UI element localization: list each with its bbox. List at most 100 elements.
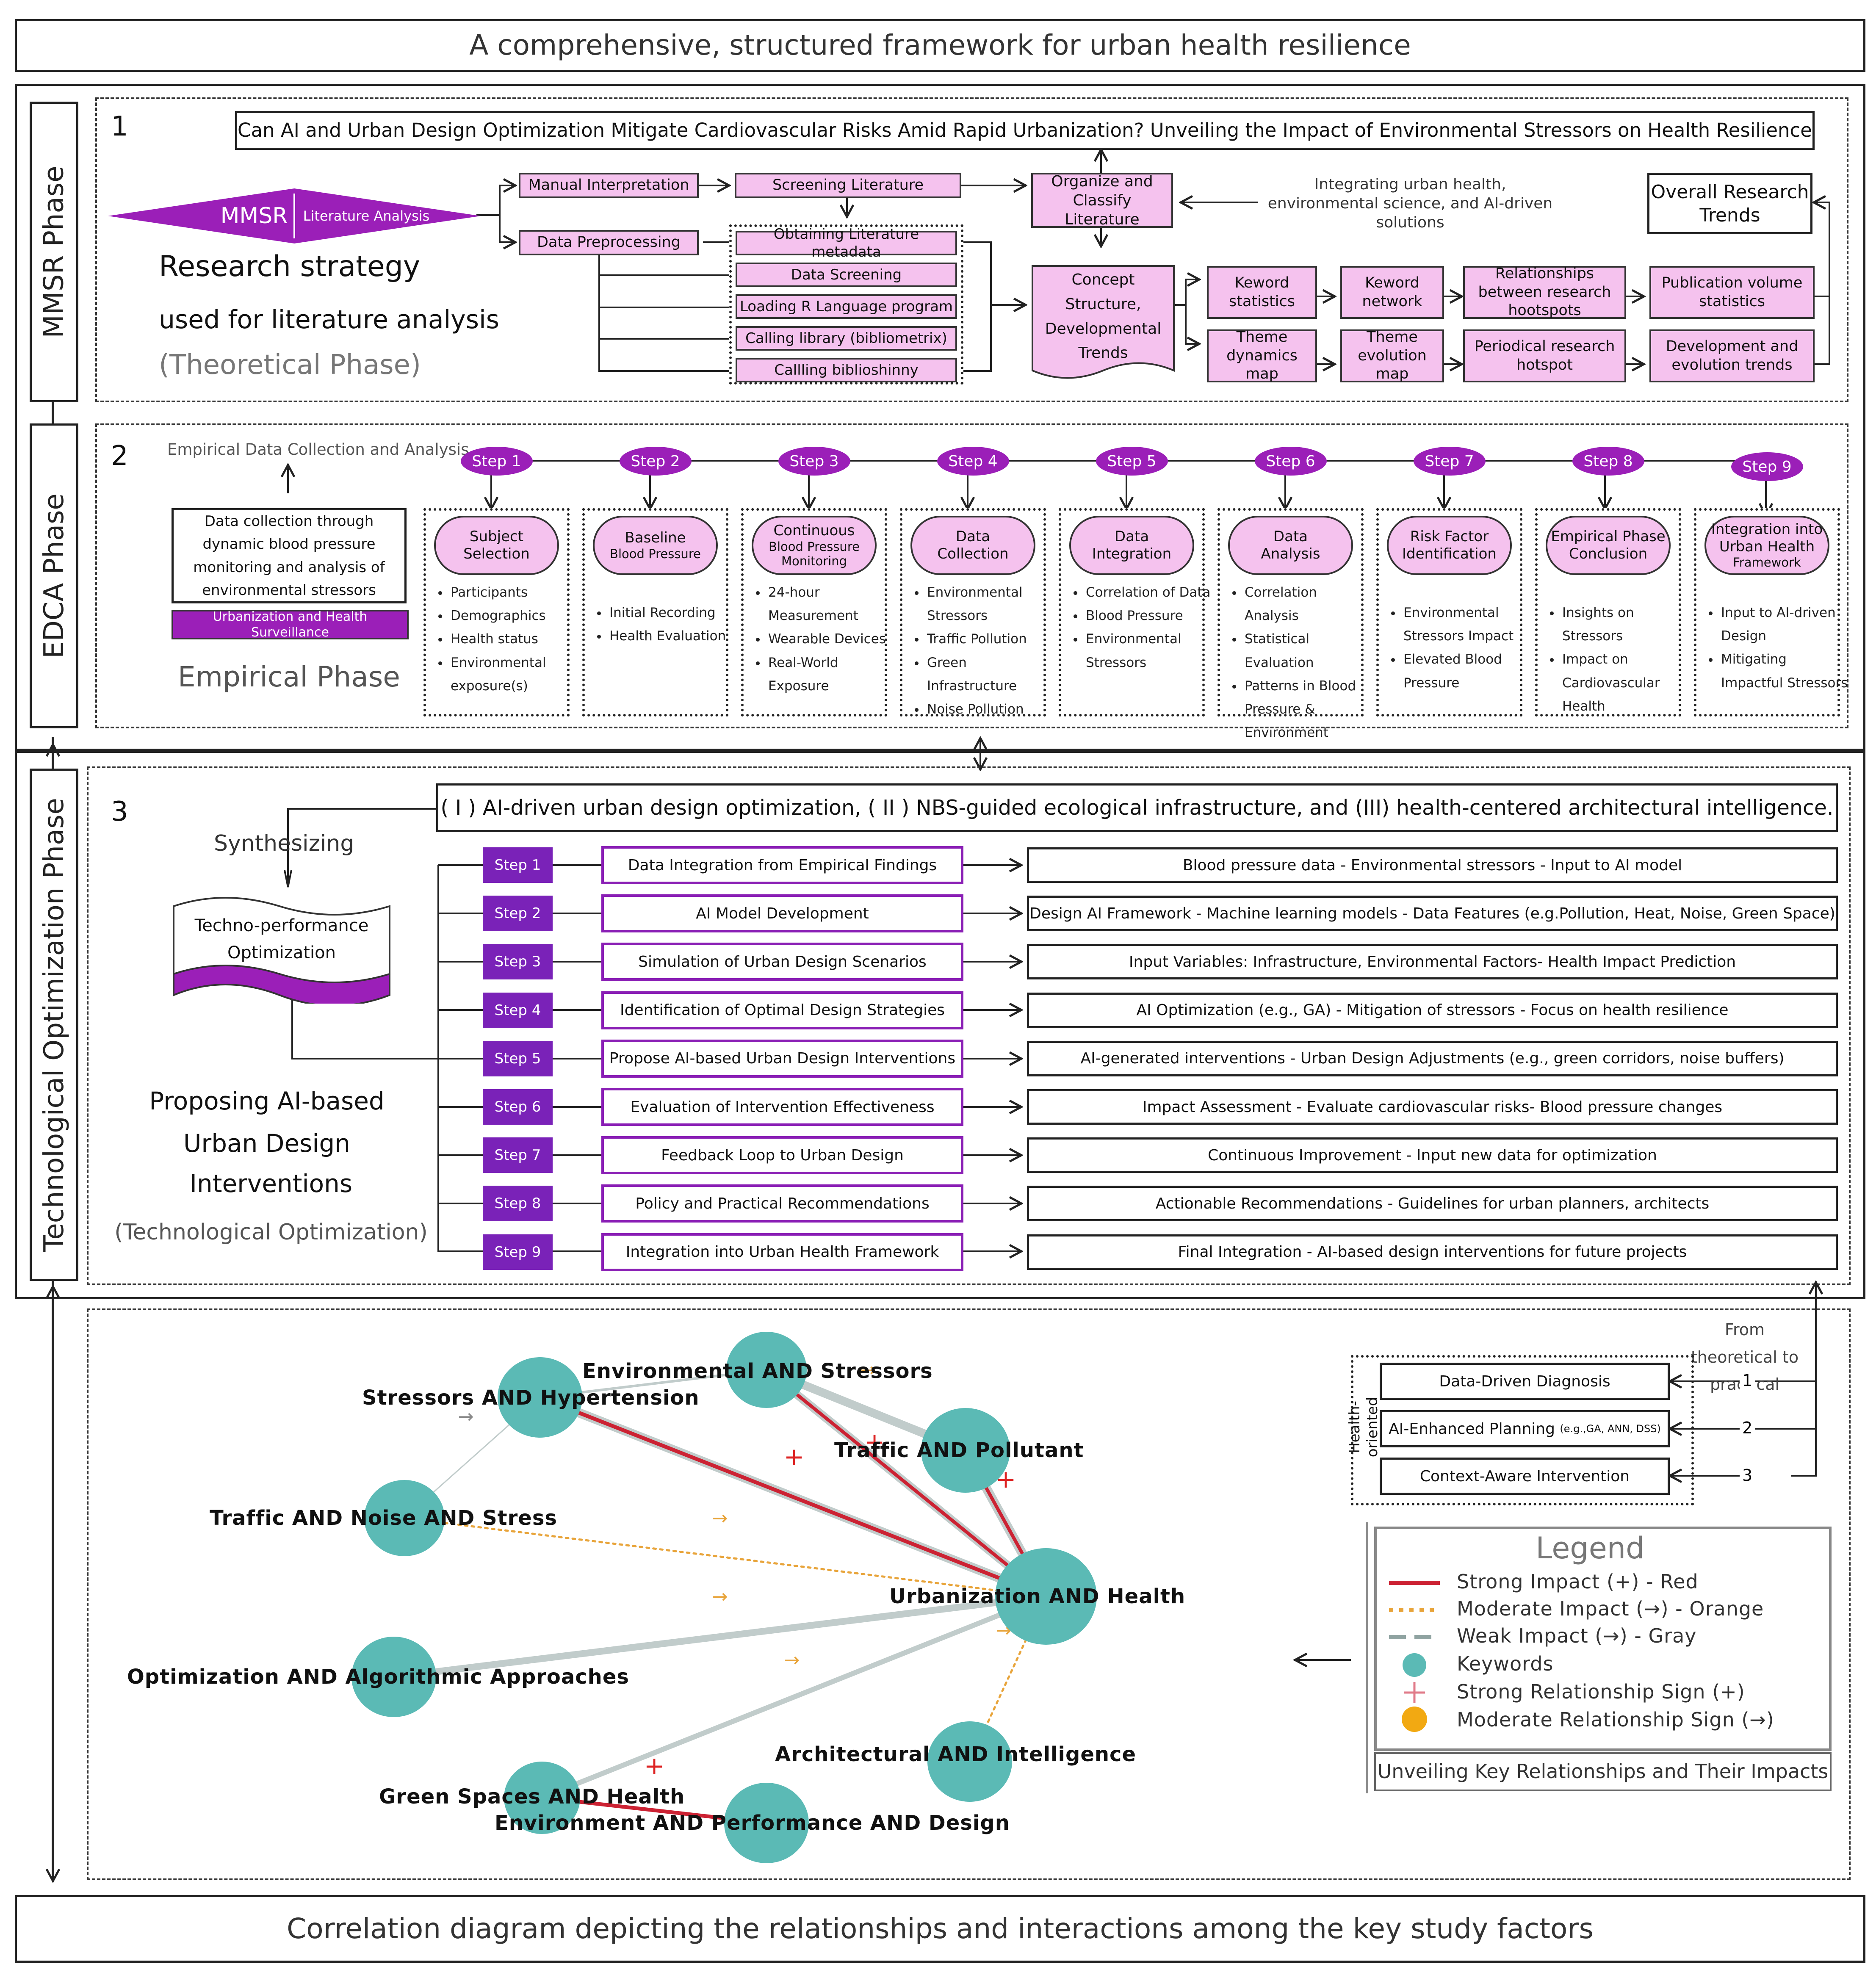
network-node-label: Environmental AND Stressors — [582, 1359, 933, 1383]
proposing-line-1: Proposing AI-based — [149, 1086, 385, 1115]
network-node — [726, 1331, 807, 1408]
edca-step-3-item: 24-hour Measurement — [766, 581, 896, 628]
edca-step-2-item: Initial Recording — [608, 601, 737, 625]
section-1-number: 1 — [111, 111, 128, 142]
relationships-hotspots: Relationships between research hootspots — [1463, 265, 1626, 319]
edca-step-6-badge: Step 6 — [1254, 447, 1327, 476]
phase-mmsr-label: MMSR Phase — [30, 102, 78, 402]
edca-step-6-item: Statistical Evaluation — [1243, 628, 1372, 674]
edca-step-4-title-b: Collection — [937, 545, 1009, 562]
empirical-phase-label: Empirical Phase — [178, 661, 400, 693]
footer-title: Correlation diagram depicting the relati… — [287, 1912, 1594, 1945]
edca-step-6-list: Correlation AnalysisStatistical Evaluati… — [1226, 581, 1372, 744]
empirical-data-label: Empirical Data Collection and Analysis — [167, 440, 469, 459]
item-number-2: 2 — [1740, 1419, 1755, 1437]
footer-frame — [15, 1895, 1865, 1963]
network-node — [921, 1408, 1010, 1493]
tech-step-8-detail: Actionable Recommendations - Guidelines … — [1027, 1186, 1838, 1222]
edca-step-7-item: Environmental Stressors Impact — [1402, 601, 1531, 648]
substep-3: Loading R Language program — [736, 294, 957, 319]
tech-step-3-detail: Input Variables: Infrastructure, Environ… — [1027, 944, 1838, 980]
edca-step-2-item: Health Evaluation — [608, 625, 737, 648]
tech-step-2-detail: Design AI Framework - Machine learning m… — [1027, 896, 1838, 932]
moderate-sign-mark: → — [861, 1359, 876, 1381]
synthesizing-label: Synthesizing — [214, 831, 354, 856]
edca-step-4-title-a: Data — [955, 528, 991, 545]
network-edge-strong — [538, 1395, 1048, 1599]
section-3-headline: ( I ) AI-driven urban design optimizatio… — [436, 783, 1838, 832]
tech-step-7-badge: Step 7 — [483, 1137, 553, 1173]
network-node-label: Traffic AND Pollutant — [834, 1438, 1084, 1462]
network-node-label: Traffic AND Noise AND Stress — [210, 1506, 557, 1530]
edca-step-1-list: ParticipantsDemographicsHealth statusEnv… — [432, 581, 578, 698]
edca-step-1-item: Environmental exposure(s) — [449, 651, 578, 698]
tech-step-7-detail: Continuous Improvement - Input new data … — [1027, 1137, 1838, 1173]
legend-strong: Strong Impact (+) - Red — [1457, 1570, 1699, 1593]
edca-step-1-item: Demographics — [449, 604, 578, 628]
moderate-sign-mark: → — [712, 1586, 728, 1607]
edca-step-2-sub: Blood Pressure — [610, 547, 701, 561]
development-trends: Development and evolution trends — [1649, 329, 1815, 382]
edca-step-5-item: Correlation of Data — [1084, 581, 1213, 604]
edca-step-2-badge: Step 2 — [619, 447, 692, 476]
publication-volume: Publication volume statistics — [1649, 266, 1815, 319]
keyword-network: Keword network — [1340, 266, 1444, 319]
edca-step-6-title-a: Data — [1273, 528, 1308, 545]
legend-keywords: Keywords — [1457, 1652, 1554, 1675]
network-node — [995, 1548, 1097, 1645]
network-node — [351, 1637, 436, 1717]
organize-classify-box: Organize and Classify Literature — [1031, 173, 1173, 228]
edca-step-5-badge: Step 5 — [1096, 447, 1168, 476]
network-node — [364, 1480, 445, 1557]
tech-step-6-badge: Step 6 — [483, 1089, 553, 1125]
header-frame — [15, 19, 1865, 72]
edca-step-5-list: Correlation of DataBlood PressureEnviron… — [1067, 581, 1213, 675]
edca-step-5-title-a: Data — [1114, 528, 1149, 545]
edca-step-7-list: Environmental Stressors ImpactElevated B… — [1385, 601, 1531, 695]
tech-step-3-badge: Step 3 — [483, 944, 553, 980]
section-2-frame — [95, 423, 1848, 728]
section-1-frame — [95, 97, 1848, 402]
collection-text-box: Data collection through dynamic blood pr… — [172, 508, 407, 603]
strategy-line-1: Research strategy — [159, 250, 421, 283]
mmsr-label: MMSR — [220, 203, 288, 229]
tech-step-1-action: Data Integration from Empirical Findings — [601, 846, 963, 884]
tech-step-5-detail: AI-generated interventions - Urban Desig… — [1027, 1040, 1838, 1076]
edca-step-3-badge: Step 3 — [778, 447, 850, 476]
edca-step-7-badge: Step 7 — [1413, 447, 1486, 476]
section-3-number: 3 — [111, 796, 128, 827]
network-edge-strong — [765, 1368, 1048, 1598]
section-3-frame — [87, 766, 1851, 1285]
tech-step-4-badge: Step 4 — [483, 992, 553, 1028]
network-node — [498, 1357, 582, 1438]
research-question: Can AI and Urban Design Optimization Mit… — [235, 111, 1815, 150]
edca-step-1-item: Participants — [449, 581, 578, 604]
network-node-label: Architectural AND Intelligence — [775, 1743, 1137, 1766]
edca-step-4-item: Traffic Pollution — [925, 628, 1054, 651]
legend-outer-frame — [1366, 1522, 1834, 1793]
edca-step-9-item: Input to AI-driven Design — [1719, 601, 1848, 648]
ai-enhanced-planning-label: AI-Enhanced Planning — [1389, 1420, 1555, 1438]
edca-step-6-title-b: Analysis — [1261, 545, 1320, 562]
preprocess-substeps-frame — [729, 224, 963, 384]
mmsr-diamond — [108, 188, 481, 243]
network-edge-moderate — [403, 1517, 1047, 1598]
edca-step-3-title-a: Continuous — [773, 522, 855, 539]
context-aware-intervention: Context-Aware Intervention — [1380, 1458, 1670, 1495]
section-4-frame — [87, 1308, 1851, 1880]
legend-caption: Unveiling Key Relationships and Their Im… — [1377, 1760, 1829, 1783]
concept-document-shape — [1032, 265, 1175, 379]
legend-plus-sign — [1404, 1682, 1425, 1703]
header-title: A comprehensive, structured framework fo… — [469, 29, 1411, 62]
edca-step-3-sub: Blood Pressure Monitoring — [769, 539, 860, 569]
edca-step-5-item: Environmental Stressors — [1084, 628, 1213, 674]
surveillance-bar: Urbanization and Health Surveillance — [172, 609, 409, 640]
item-number-3: 3 — [1740, 1466, 1755, 1485]
tech-step-7-action: Feedback Loop to Urban Design — [601, 1136, 963, 1175]
substep-4: Calling library (bibliometrix) — [736, 326, 957, 351]
data-driven-diagnosis: Data-Driven Diagnosis — [1380, 1363, 1670, 1400]
strong-sign-mark: + — [784, 1442, 805, 1471]
